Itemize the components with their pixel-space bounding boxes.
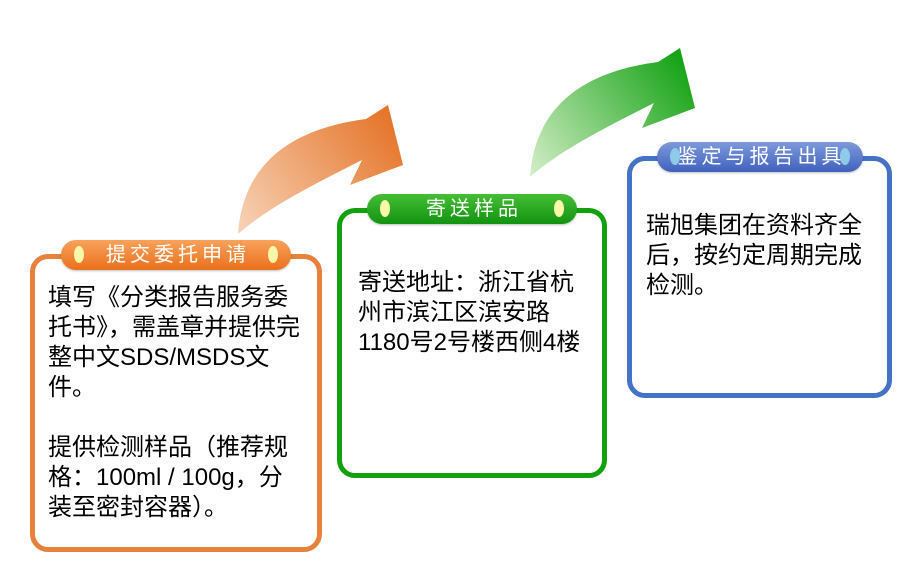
step3-header-pill: 鉴定与报告出具: [656, 142, 863, 172]
pill-rivet-dot-icon: [74, 246, 84, 263]
pill-rivet-dot-icon: [268, 246, 278, 263]
step1-header-pill: 提交委托申请: [61, 240, 291, 270]
curved-arrow-step1-to-step2-icon: [238, 105, 403, 234]
step1-body: 填写《分类报告服务委托书》，需盖章并提供完整中文SDS/MSDS文件。 提供检测…: [35, 259, 317, 523]
step1-paragraph-1: 填写《分类报告服务委托书》，需盖章并提供完整中文SDS/MSDS文件。: [48, 284, 300, 401]
step-card-submit-application: 提交委托申请 填写《分类报告服务委托书》，需盖章并提供完整中文SDS/MSDS文…: [30, 240, 322, 552]
pill-rivet-dot-icon: [380, 200, 390, 217]
step1-title: 提交委托申请: [106, 244, 250, 266]
step2-title: 寄送样品: [426, 198, 522, 220]
step3-title: 鉴定与报告出具: [677, 146, 846, 168]
step3-body: 瑞旭集团在资料齐全后，按约定周期完成检测。: [632, 161, 887, 301]
step2-paragraph-1: 寄送地址：浙江省杭州市滨江区滨安路1180号2号楼西侧4楼: [358, 269, 581, 356]
step-card-send-samples: 寄送样品 寄送地址：浙江省杭州市滨江区滨安路1180号2号楼西侧4楼: [337, 194, 607, 478]
step2-body: 寄送地址：浙江省杭州市滨江区滨安路1180号2号楼西侧4楼: [342, 213, 602, 358]
step1-paragraph-2: 提供检测样品（推荐规格：100ml / 100g，分装至密封容器）。: [48, 434, 288, 521]
pill-rivet-dot-icon: [669, 148, 680, 165]
step2-header-pill: 寄送样品: [367, 194, 577, 224]
curved-arrow-step2-to-step3-icon: [530, 48, 695, 177]
pill-rivet-dot-icon: [554, 200, 564, 217]
step3-paragraph-1: 瑞旭集团在资料齐全后，按约定周期完成检测。: [646, 212, 862, 299]
step-card-report-issuance: 鉴定与报告出具 瑞旭集团在资料齐全后，按约定周期完成检测。: [627, 142, 892, 398]
pill-rivet-dot-icon: [839, 148, 850, 165]
